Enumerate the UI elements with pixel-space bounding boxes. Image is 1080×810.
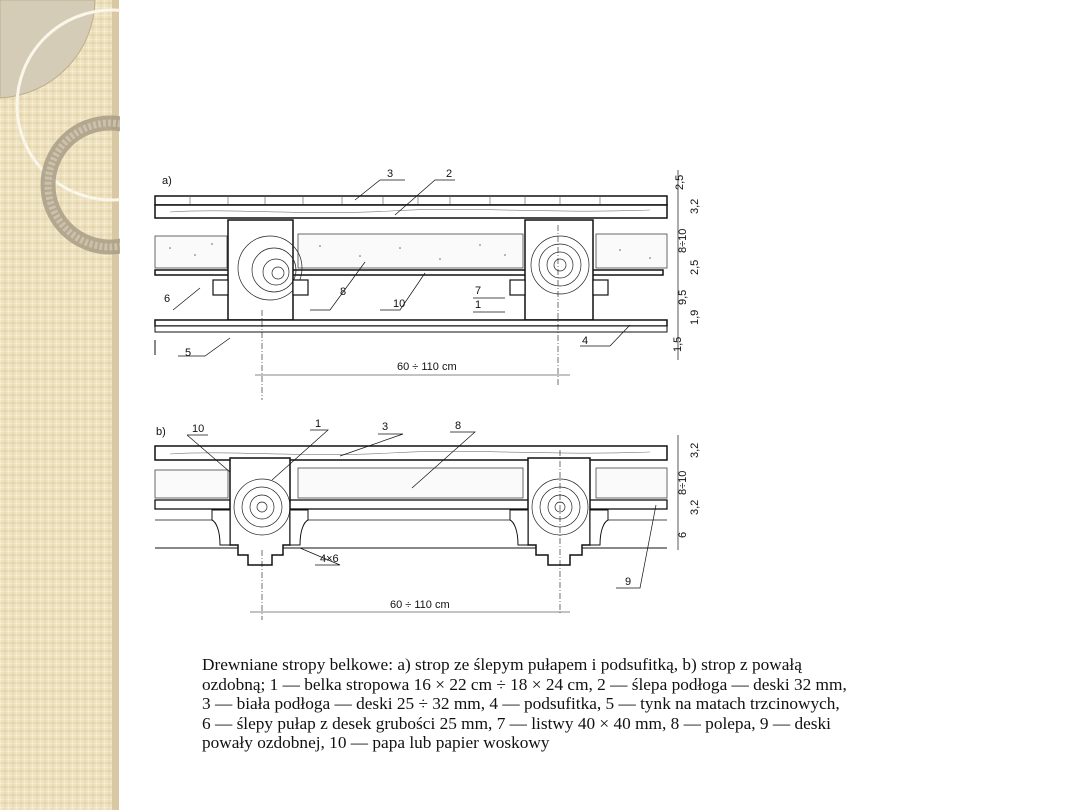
decorative-circles-icon [0, 0, 120, 255]
caption-line-4: 6 — ślepy pułap z desek grubości 25 mm, … [202, 713, 831, 733]
figure-caption: Drewniane stropy belkowe: a) strop ze śl… [202, 655, 1024, 753]
panel-a-drawing: a) [154, 168, 701, 400]
svg-text:10: 10 [393, 298, 405, 310]
svg-text:1,5: 1,5 [672, 337, 684, 352]
panel-b-drawing: b) 10 1 3 8 [154, 418, 701, 620]
svg-text:3: 3 [382, 421, 388, 433]
svg-text:2,5: 2,5 [689, 260, 701, 275]
svg-text:1: 1 [475, 299, 481, 311]
panel-b-span-label: 60 ÷ 110 cm [390, 599, 450, 611]
caption-line-3: 3 — biała podłoga — deski 25 ÷ 32 mm, 4 … [202, 694, 840, 714]
svg-text:6: 6 [677, 532, 689, 538]
caption-line-2: ozdobną; 1 — belka stropowa 16 × 22 cm ÷… [202, 674, 847, 694]
svg-text:4: 4 [582, 335, 588, 347]
svg-text:8÷10: 8÷10 [677, 229, 689, 253]
svg-text:8÷10: 8÷10 [677, 471, 689, 495]
svg-text:9,5: 9,5 [677, 290, 689, 305]
panel-a-span-label: 60 ÷ 110 cm [397, 361, 457, 373]
svg-text:6: 6 [164, 293, 170, 305]
slide-sidebar-decoration [0, 0, 112, 810]
caption-line-1: Drewniane stropy belkowe: a) strop ze śl… [202, 655, 802, 674]
svg-text:3: 3 [387, 168, 393, 180]
svg-text:5: 5 [185, 347, 191, 359]
svg-text:3,2: 3,2 [689, 500, 701, 515]
panel-a-label: a) [162, 175, 172, 187]
svg-text:1: 1 [315, 418, 321, 430]
svg-text:10: 10 [192, 423, 204, 435]
svg-text:8: 8 [455, 420, 461, 432]
svg-text:3,2: 3,2 [689, 443, 701, 458]
caption-line-5: powały ozdobnej, 10 — papa lub papier wo… [202, 733, 550, 753]
timber-beam-floor-drawing: a) [154, 168, 701, 620]
svg-text:9: 9 [625, 576, 631, 588]
svg-text:4×6: 4×6 [320, 553, 339, 565]
sidebar-edge-stripe [112, 0, 119, 810]
svg-text:7: 7 [475, 285, 481, 297]
svg-text:3,2: 3,2 [689, 199, 701, 214]
svg-text:8: 8 [340, 286, 346, 298]
svg-text:2: 2 [446, 168, 452, 180]
svg-text:1,9: 1,9 [689, 310, 701, 325]
svg-text:2,5: 2,5 [674, 175, 686, 190]
panel-b-label: b) [156, 426, 166, 438]
